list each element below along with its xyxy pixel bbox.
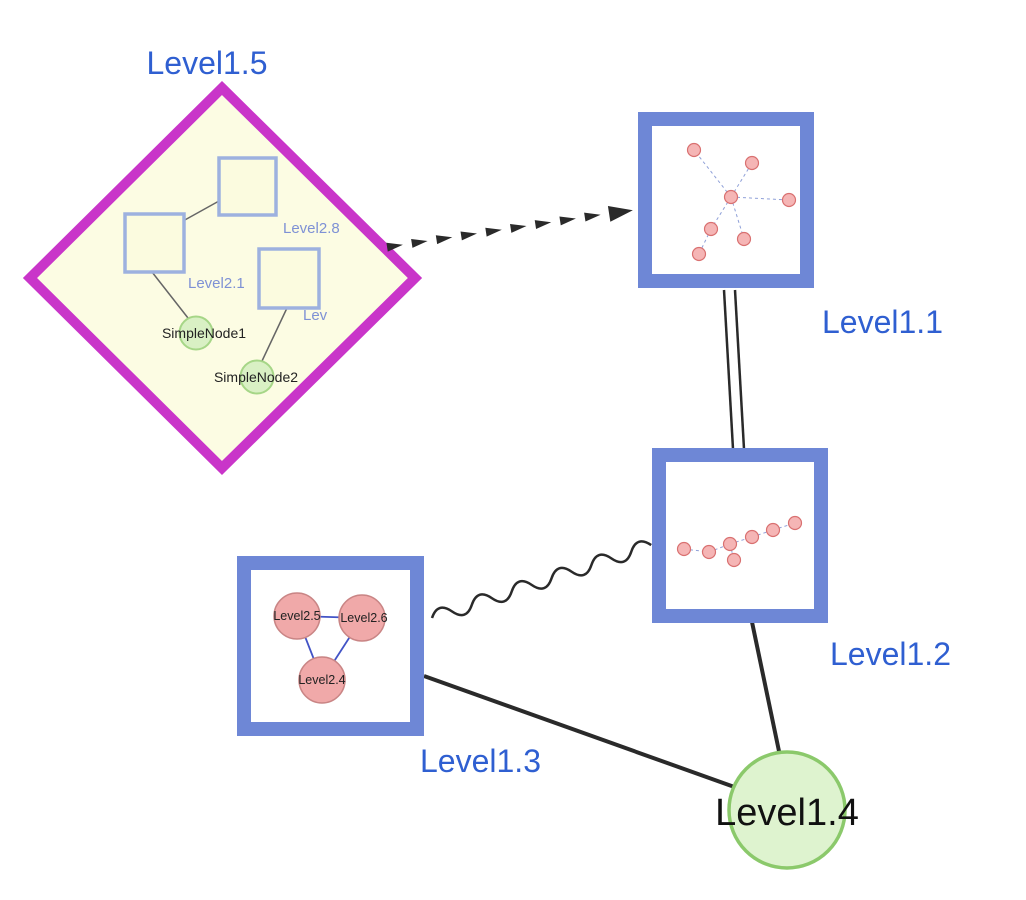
mini-node[interactable]: [722, 536, 738, 552]
edge-level1-5-to-level1-1[interactable]: [386, 202, 634, 252]
node-label-level2-5: Level2.5: [273, 609, 320, 623]
mini-node[interactable]: [726, 552, 742, 568]
mini-graph-level1-1: [686, 142, 797, 262]
node-label-simplenode2: SimpleNode2: [214, 369, 298, 385]
edge-level1-2-to-level1-4[interactable]: [750, 621, 782, 757]
node-simplenode2[interactable]: [239, 359, 275, 395]
mini-graph-level1-3: Level2.5 Level2.6 Level2.4: [273, 592, 388, 704]
node-label-level1-1: Level1.1: [822, 304, 943, 340]
arrowhead-icon: [607, 205, 633, 222]
node-label-level1-5: Level1.5: [147, 45, 268, 81]
node-label-level2-8: Level2.8: [283, 220, 340, 237]
mini-node[interactable]: [787, 515, 803, 531]
mini-node[interactable]: [691, 246, 707, 262]
node-level2-8[interactable]: [217, 156, 278, 217]
node-level2-1[interactable]: [123, 212, 186, 274]
edge-lev-to-simplenode2[interactable]: [261, 307, 288, 362]
node-label-level2-6: Level2.6: [340, 611, 387, 625]
mini-node[interactable]: [765, 522, 781, 538]
mini-node[interactable]: [701, 544, 717, 560]
edge-level1-3-to-level1-2[interactable]: [430, 538, 654, 624]
node-level1-1[interactable]: [638, 112, 814, 288]
mini-node[interactable]: [703, 221, 719, 237]
mini-node[interactable]: [686, 142, 702, 158]
edge-level2-8-to-level2-1[interactable]: [182, 200, 220, 222]
node-level2-5[interactable]: [273, 592, 321, 640]
mini-graph-level1-2: [676, 515, 803, 568]
mini-node[interactable]: [781, 192, 797, 208]
node-level2-6[interactable]: [338, 594, 386, 642]
mini-node[interactable]: [723, 189, 739, 205]
edge-level2-1-to-simplenode1[interactable]: [151, 271, 189, 319]
node-level1-3[interactable]: Level2.5 Level2.6 Level2.4: [237, 556, 424, 736]
mini-node[interactable]: [744, 155, 760, 171]
node-label-level2-4: Level2.4: [298, 673, 345, 687]
edge-level1-3-to-level1-4[interactable]: [423, 674, 741, 791]
node-label-lev: Lev: [303, 307, 328, 324]
node-label-level1-3: Level1.3: [420, 743, 541, 779]
node-level2-4[interactable]: [298, 656, 346, 704]
node-label-level1-2: Level1.2: [830, 636, 951, 672]
node-level1-4[interactable]: [727, 750, 847, 870]
node-level1-5-diamond[interactable]: [22, 80, 423, 476]
node-label-level2-1: Level2.1: [188, 275, 245, 292]
node-label-level1-4: Level1.4: [715, 792, 859, 834]
mini-node[interactable]: [744, 529, 760, 545]
node-label-simplenode1: SimpleNode1: [162, 325, 246, 341]
mini-node[interactable]: [676, 541, 692, 557]
node-simplenode1[interactable]: [178, 315, 214, 351]
mini-node[interactable]: [736, 231, 752, 247]
node-level1-2[interactable]: [652, 448, 828, 623]
edge-level1-1-to-level1-2[interactable]: [722, 289, 746, 450]
node-lev[interactable]: [257, 247, 321, 310]
